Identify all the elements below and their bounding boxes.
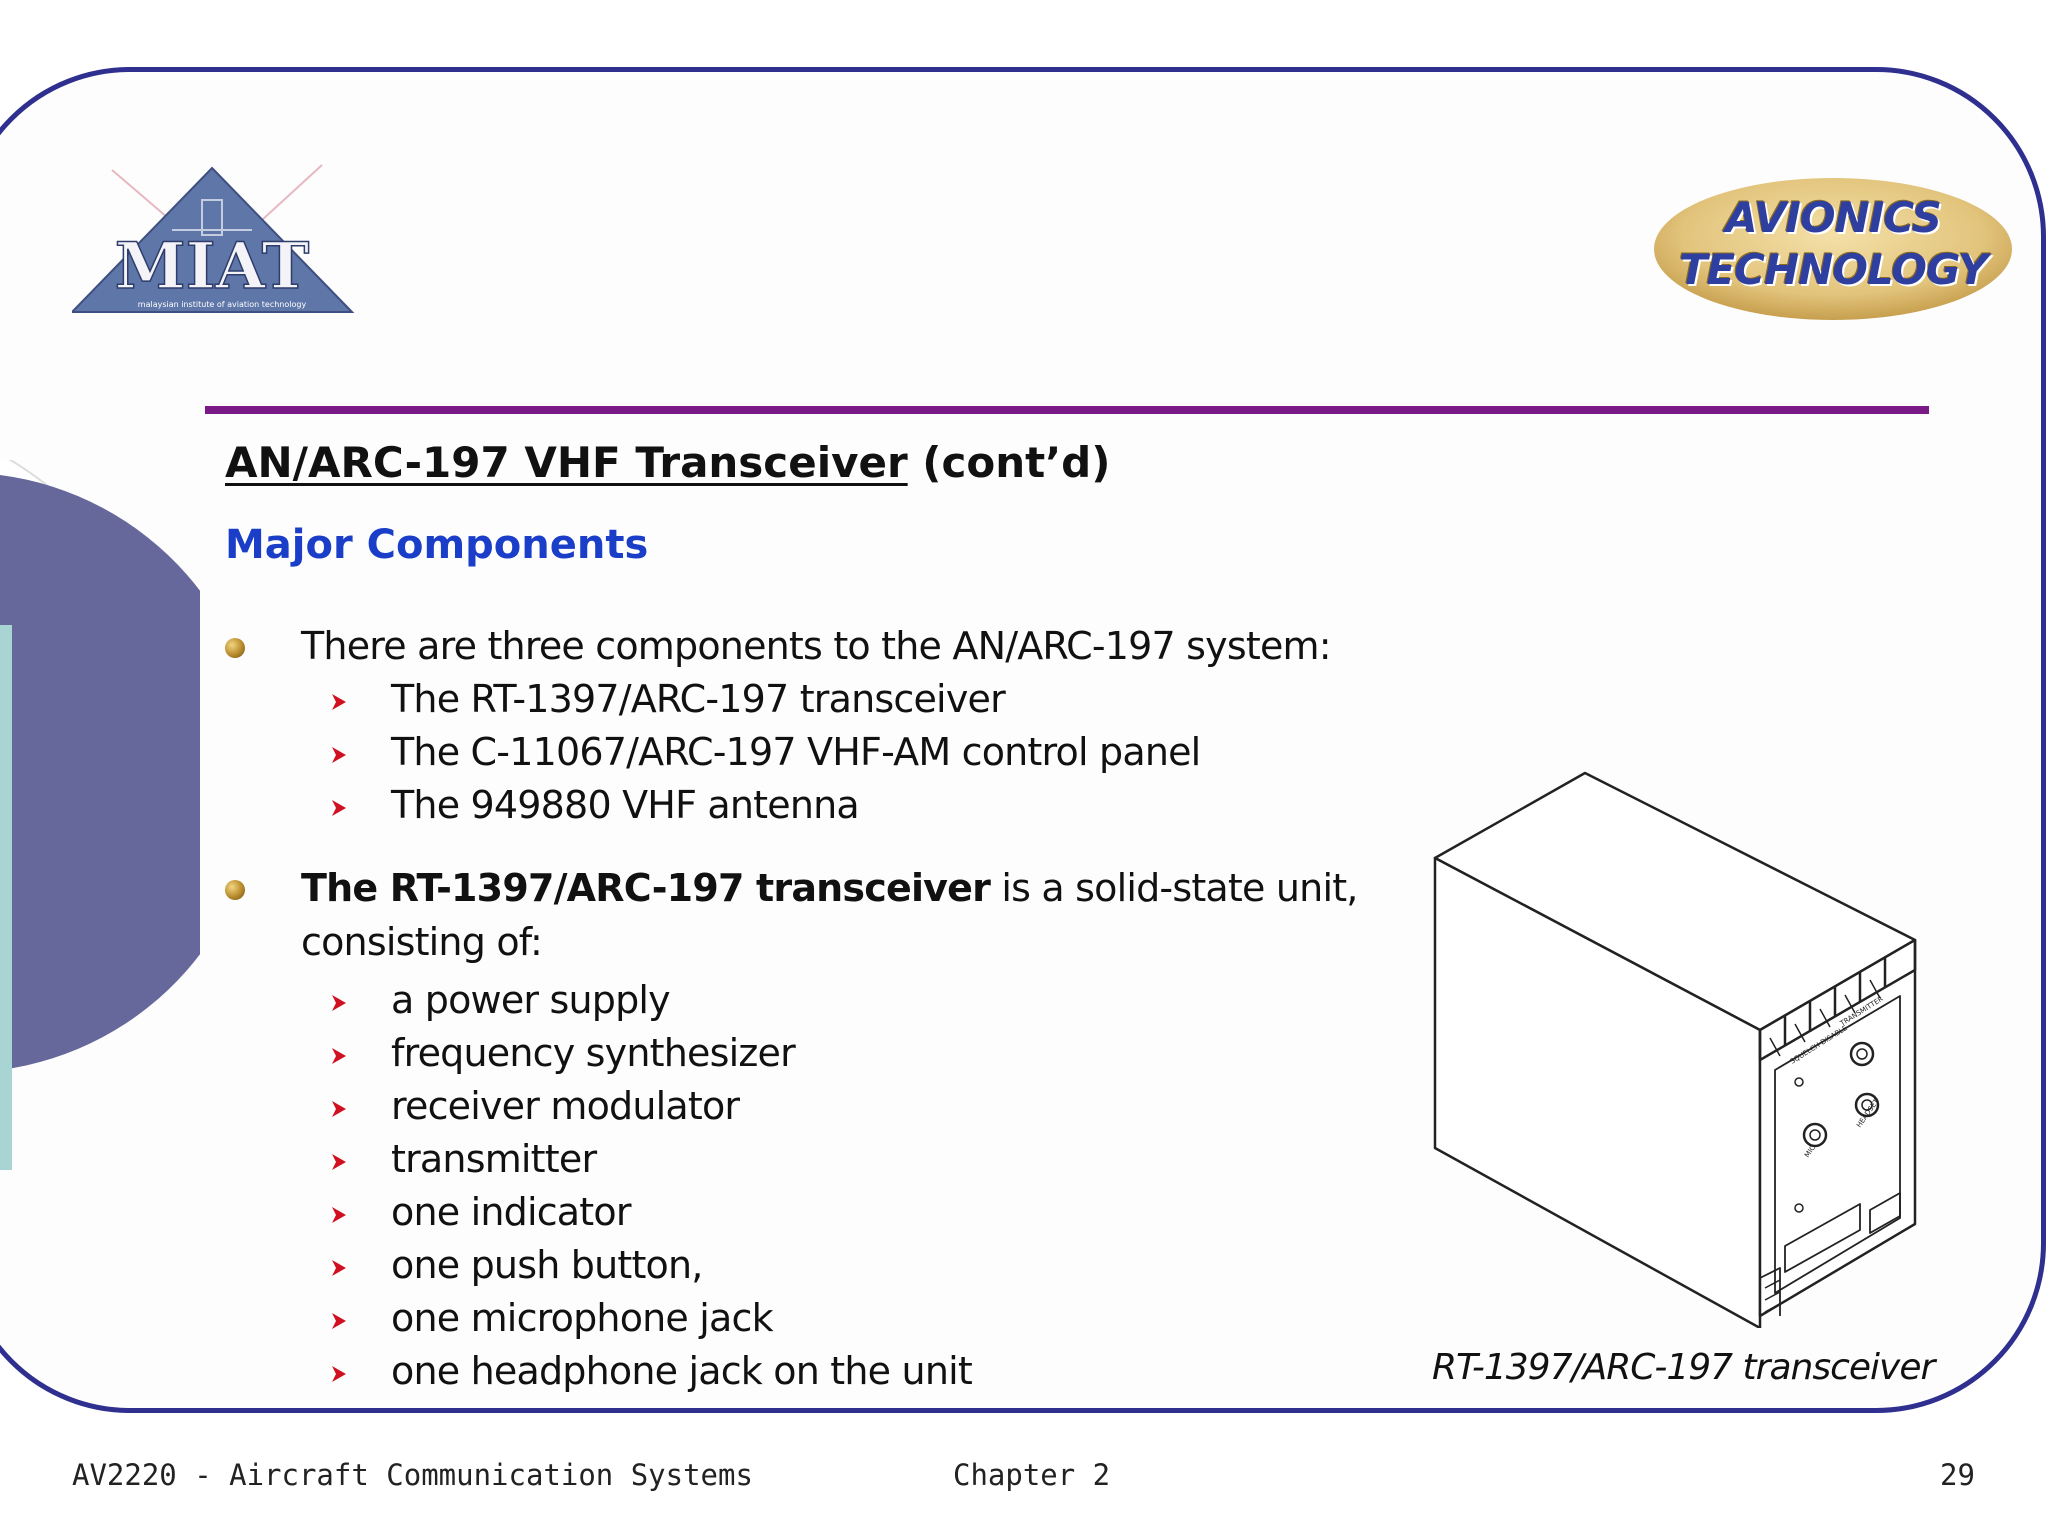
arrowhead-icon bbox=[332, 747, 346, 763]
badge-line-2: TECHNOLOGY bbox=[1678, 245, 1988, 294]
arrowhead-icon bbox=[332, 995, 346, 1011]
bullet-icon bbox=[225, 638, 245, 658]
footer-chapter: Chapter 2 bbox=[953, 1458, 1111, 1492]
svg-text:malaysian institute of aviatio: malaysian institute of aviation technolo… bbox=[138, 300, 307, 309]
arrowhead-icon bbox=[332, 1366, 346, 1382]
arrowhead-icon bbox=[332, 1207, 346, 1223]
slide-title-suffix: (cont’d) bbox=[907, 438, 1111, 487]
transceiver-illustration: SQUELCH DISABLE TRANSMITTER HEADSET MIC bbox=[1433, 771, 1917, 1328]
footer-course: AV2220 - Aircraft Communication Systems bbox=[72, 1458, 753, 1492]
arrowhead-icon bbox=[332, 1101, 346, 1117]
arrowhead-icon bbox=[332, 1154, 346, 1170]
slide-title-main: AN/ARC-197 VHF Transceiver bbox=[225, 438, 908, 487]
arrowhead-icon bbox=[332, 800, 346, 816]
footer-page-number: 29 bbox=[1940, 1458, 1975, 1492]
title-rule bbox=[205, 406, 1929, 414]
bullet-bold-text: The RT-1397/ARC-197 transceiver bbox=[301, 866, 991, 910]
arrowhead-icon bbox=[332, 1313, 346, 1329]
left-decoration bbox=[0, 460, 200, 1170]
avionics-technology-badge: AVIONICS TECHNOLOGY bbox=[1652, 176, 2014, 322]
badge-line-1: AVIONICS bbox=[1725, 193, 1942, 242]
slide-title: AN/ARC-197 VHF Transceiver (cont’d) bbox=[225, 438, 1110, 487]
miat-logo: MIAT malaysian institute of aviation tec… bbox=[72, 164, 355, 313]
bullet-icon bbox=[225, 880, 245, 900]
svg-text:MIAT: MIAT bbox=[115, 229, 310, 304]
figure-caption: RT-1397/ARC-197 transceiver bbox=[1432, 1347, 1935, 1388]
arrowhead-icon bbox=[332, 1260, 346, 1276]
section-subtitle: Major Components bbox=[225, 522, 649, 568]
arrowhead-icon bbox=[332, 1048, 346, 1064]
arrowhead-icon bbox=[332, 694, 346, 710]
